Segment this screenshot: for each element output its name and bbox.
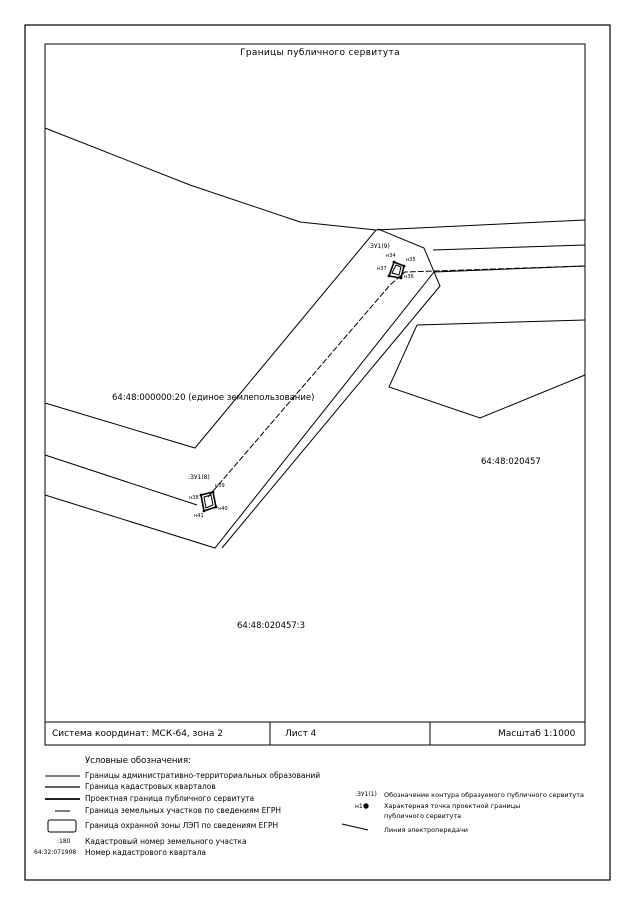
contour-label-9: :ЗУ1(9) bbox=[368, 243, 390, 250]
legend-lep-zone: Граница охранной зоны ЛЭП по сведениям Е… bbox=[85, 821, 279, 830]
egrn-parcel-border-upper bbox=[44, 127, 377, 449]
legend-egrn-parcels: Граница земельных участков по сведениям … bbox=[85, 806, 282, 815]
egrn-parcel-border-lower bbox=[44, 265, 586, 549]
legend-lep-zone-box bbox=[47, 819, 77, 833]
quarter-border-right bbox=[432, 244, 586, 251]
legend-cadastral-quarters: Граница кадастровых кварталов bbox=[85, 782, 216, 791]
egrn-parcel-border-left bbox=[44, 454, 198, 506]
legend-contour: Обозначение контура образуемого публично… bbox=[384, 791, 585, 799]
legend-power-line-label: Линия электропередачи bbox=[384, 826, 469, 834]
legend-quarter-number-sample: 64:32:071908 bbox=[34, 849, 77, 856]
sheet-number: Лист 4 bbox=[285, 729, 317, 739]
legend-point-line2: публичного сервитута bbox=[384, 812, 462, 820]
point-marker bbox=[211, 490, 215, 494]
point-label: н37 bbox=[377, 266, 387, 272]
contour-label-8: :ЗУ1(8) bbox=[188, 474, 210, 481]
legend-admin-border: Границы административно-территориальных … bbox=[85, 771, 321, 780]
lep-zone-border bbox=[221, 228, 441, 549]
title-block bbox=[44, 721, 586, 746]
point-marker bbox=[199, 493, 203, 497]
servitude-contour-8 bbox=[200, 491, 217, 513]
servitude-contour-9 bbox=[387, 260, 405, 279]
characteristic-points bbox=[199, 260, 406, 513]
scale-label: Масштаб 1:1000 bbox=[498, 729, 576, 739]
point-marker bbox=[202, 509, 206, 513]
quarter-border-mid bbox=[416, 319, 586, 326]
point-label: н41 bbox=[194, 513, 204, 519]
legend-heading: Условные обозначения: bbox=[85, 756, 191, 766]
point-marker bbox=[399, 276, 403, 280]
title-block-frame bbox=[44, 721, 586, 746]
quarter-border-notch bbox=[388, 324, 586, 419]
map-title: Границы публичного сервитута bbox=[240, 48, 400, 58]
legend-quarter-number: Номер кадастрового квартала bbox=[85, 848, 206, 857]
legend-parcel-number-sample: :180 bbox=[57, 838, 71, 845]
parcel-label: 64:48:020457:3 bbox=[237, 621, 306, 631]
parcel-label-unified: 64:48:000000:20 (единое землепользование… bbox=[112, 393, 315, 403]
servitude-contour-8-inner bbox=[203, 494, 214, 509]
map-frame bbox=[44, 43, 586, 723]
point-label: н38 bbox=[189, 495, 199, 501]
legend-parcel-number: Кадастровый номер земельного участка bbox=[85, 837, 247, 846]
coord-system-label: Система координат: МСК-64, зона 2 bbox=[52, 729, 223, 739]
point-marker bbox=[214, 505, 218, 509]
point-label: н39 bbox=[215, 483, 225, 489]
quarter-label: 64:48:020457 bbox=[481, 457, 541, 467]
map-drawing bbox=[44, 127, 586, 549]
legend-contour-sample: :ЗУ1(1) bbox=[355, 791, 377, 798]
servitude-contour-9-inner bbox=[391, 264, 402, 276]
point-label: н34 bbox=[386, 253, 396, 259]
legend-power-line bbox=[341, 823, 369, 831]
point-label: н36 bbox=[404, 274, 414, 280]
point-label: н40 bbox=[218, 506, 228, 512]
legend-point-sample: н1 bbox=[355, 803, 363, 810]
power-line bbox=[207, 265, 586, 498]
legend-point-line1: Характерная точка проектной границы bbox=[384, 802, 521, 810]
legend-symbols bbox=[45, 775, 369, 833]
outer-frame bbox=[24, 24, 611, 881]
legend-project-border: Проектная граница публичного сервитута bbox=[85, 794, 255, 803]
point-marker bbox=[402, 264, 406, 268]
quarter-border-top bbox=[374, 219, 586, 231]
point-marker bbox=[387, 274, 391, 278]
point-marker bbox=[392, 260, 396, 264]
point-label: н35 bbox=[406, 257, 416, 263]
legend-point-symbol bbox=[363, 803, 369, 809]
